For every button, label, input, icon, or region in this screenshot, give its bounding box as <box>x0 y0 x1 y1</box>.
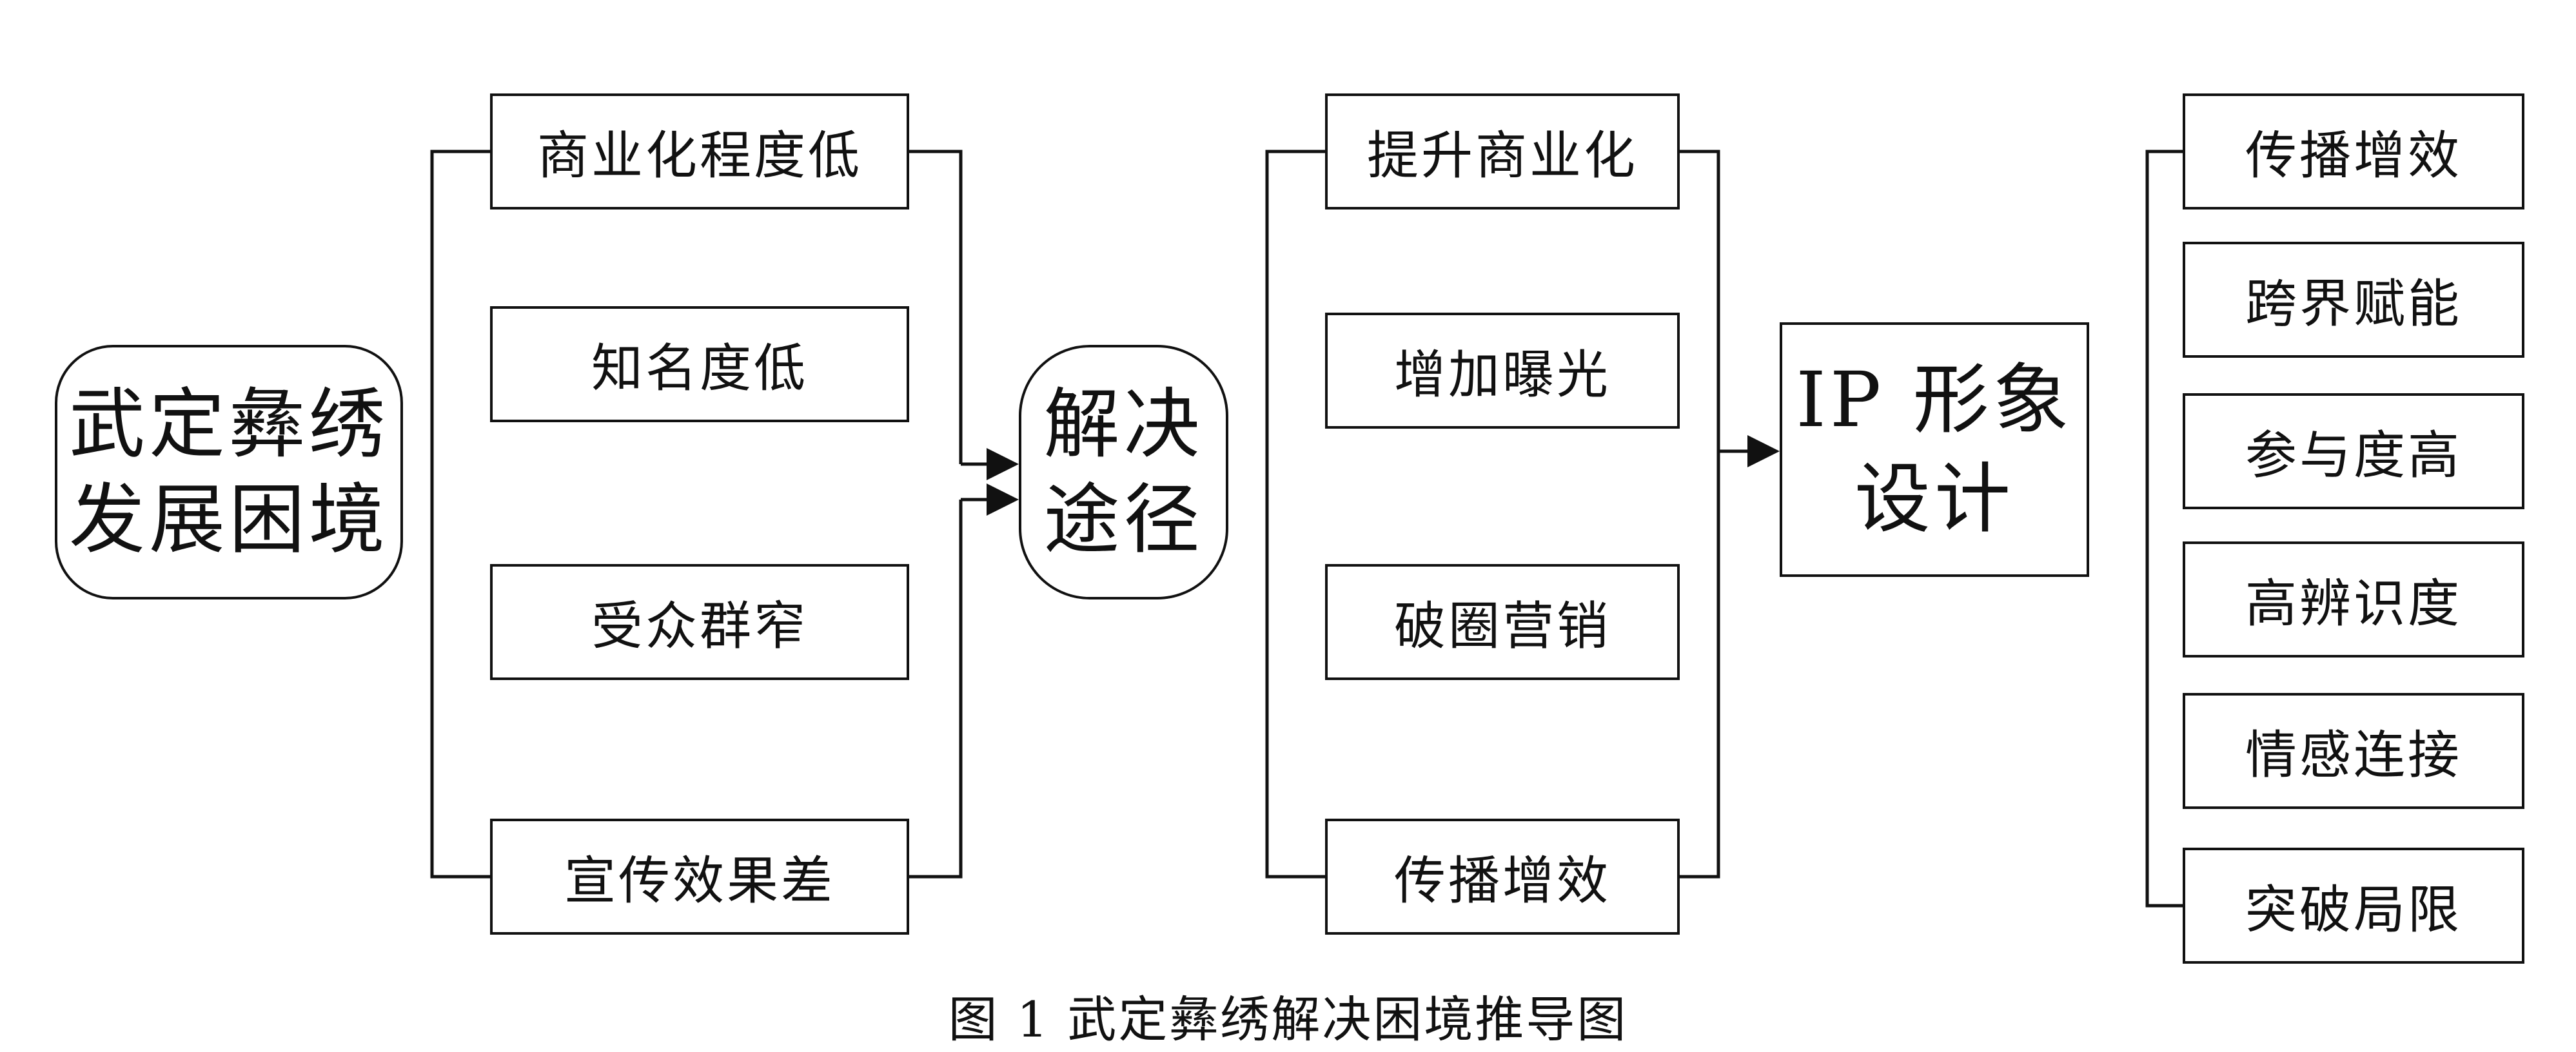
solution-label: 提升商业化 <box>1367 126 1638 186</box>
outcome-box: 突破局限 <box>2183 848 2524 964</box>
solution-label: 破圈营销 <box>1394 596 1611 656</box>
outcomes-left-bracket <box>2145 150 2183 908</box>
hub-node: 解决 途径 <box>1019 345 1228 599</box>
outcome-box: 传播增效 <box>2183 93 2524 209</box>
start-line1: 武定彝绣 <box>68 380 389 469</box>
problem-label: 知名度低 <box>591 338 808 398</box>
outcome-label: 突破局限 <box>2245 880 2462 940</box>
solutions-right-bracket <box>1680 150 1720 879</box>
outcome-box: 跨界赋能 <box>2183 242 2524 358</box>
solution-box: 破圈营销 <box>1325 564 1680 680</box>
start-node: 武定彝绣 发展困境 <box>55 345 403 599</box>
figure-caption: 图 1 武定彝绣解决困境推导图 <box>948 991 1628 1048</box>
problem-box: 受众群窄 <box>490 564 909 680</box>
outcome-label: 参与度高 <box>2245 425 2462 485</box>
outcome-box: 高辨识度 <box>2183 541 2524 658</box>
solution-box: 增加曝光 <box>1325 313 1680 429</box>
problems-left-bracket <box>430 150 490 879</box>
outcome-label: 情感连接 <box>2245 725 2462 785</box>
solutions-left-bracket <box>1265 150 1325 879</box>
problem-label: 受众群窄 <box>591 596 808 656</box>
problem-box: 宣传效果差 <box>490 819 909 935</box>
solution-label: 增加曝光 <box>1394 345 1611 405</box>
problem-1-connector <box>909 150 963 464</box>
problem-box: 知名度低 <box>490 306 909 422</box>
solution-box: 提升商业化 <box>1325 93 1680 209</box>
solution-label: 传播增效 <box>1394 851 1611 911</box>
ip-line1: IP 形象 <box>1796 355 2073 445</box>
outcome-box: 参与度高 <box>2183 393 2524 509</box>
ip-design-box: IP 形象 设计 <box>1780 322 2089 577</box>
outcome-label: 跨界赋能 <box>2245 274 2462 334</box>
outcome-label: 高辨识度 <box>2245 574 2462 634</box>
problem-label: 宣传效果差 <box>564 851 835 911</box>
outcome-label: 传播增效 <box>2245 126 2462 186</box>
hub-line1: 解决 <box>1043 380 1204 469</box>
ip-line2: 设计 <box>1854 454 2014 543</box>
start-line2: 发展困境 <box>68 474 389 564</box>
problem-box: 商业化程度低 <box>490 93 909 209</box>
problem-4-connector <box>909 500 963 879</box>
solution-box: 传播增效 <box>1325 819 1680 935</box>
hub-line2: 途径 <box>1043 474 1204 564</box>
problem-label: 商业化程度低 <box>537 126 862 186</box>
outcome-box: 情感连接 <box>2183 693 2524 809</box>
